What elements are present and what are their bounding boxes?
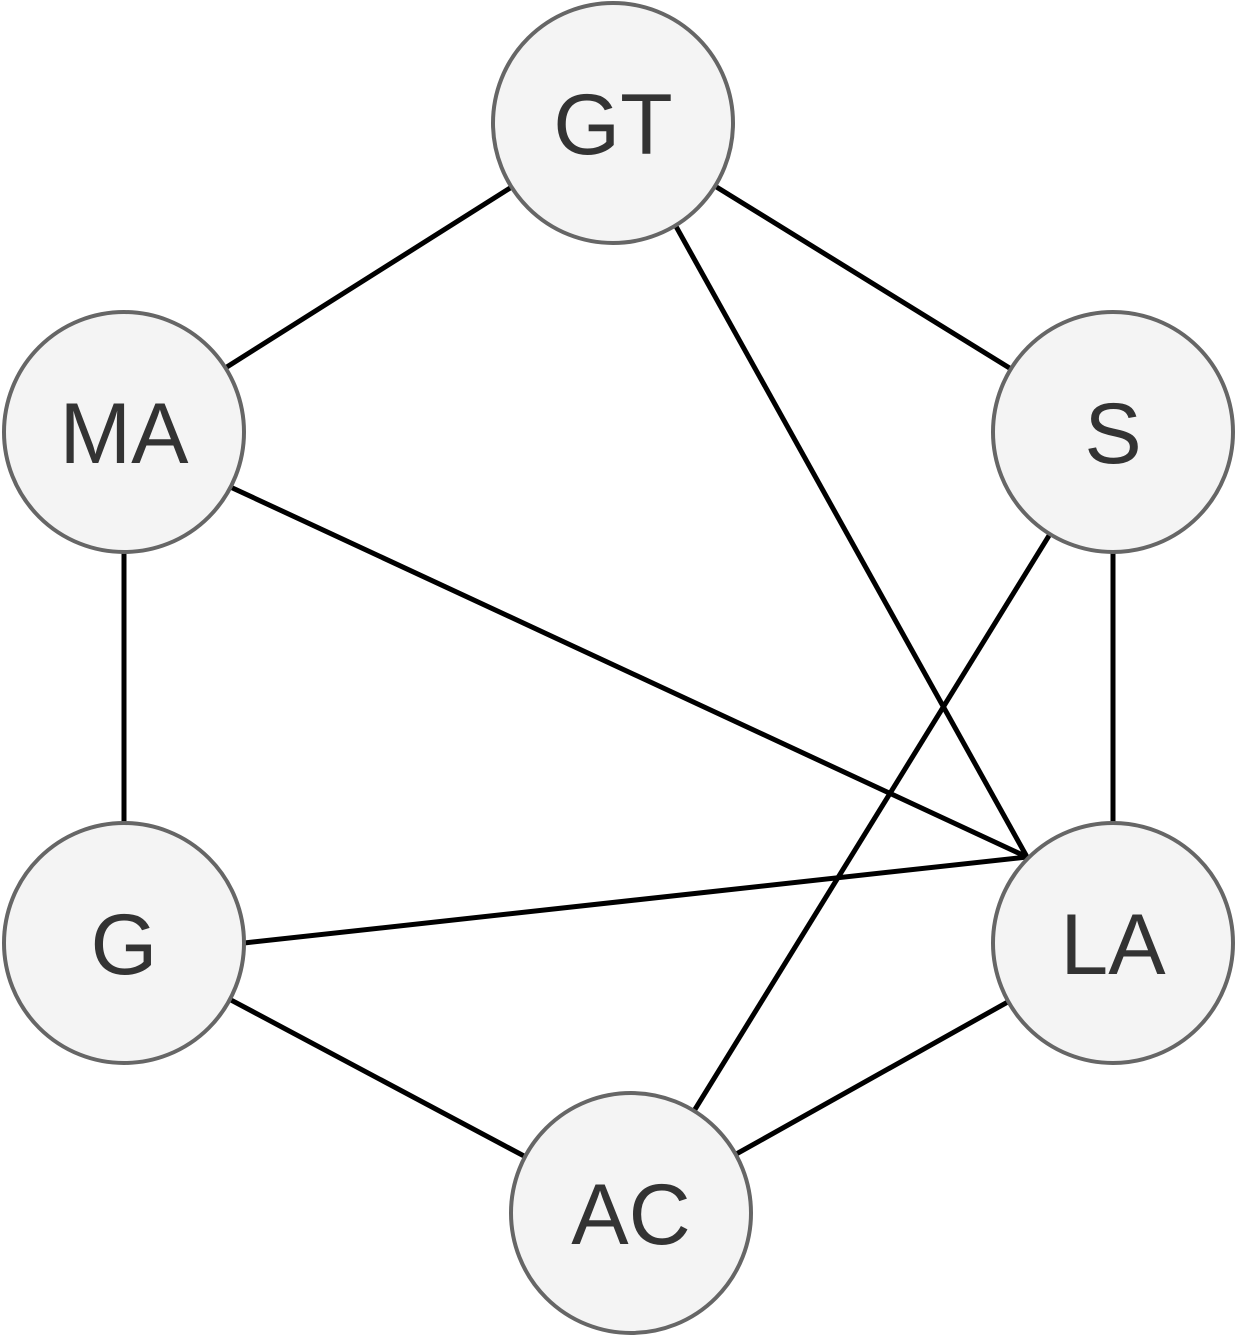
node-label: AC (571, 1167, 690, 1263)
node-circle (991, 821, 1235, 1065)
edges-layer (121, 183, 1116, 1159)
node-la: LA (991, 821, 1235, 1065)
edge-gt-s (713, 183, 1013, 372)
node-g: G (2, 821, 246, 1065)
edge-gt-la (673, 224, 1030, 859)
edge-gt-ma (224, 184, 513, 371)
node-label: G (91, 897, 158, 993)
node-s: S (991, 310, 1235, 554)
node-gt: GT (491, 1, 735, 245)
edge-la-ac (734, 999, 1010, 1157)
node-circle (991, 310, 1235, 554)
node-circle (491, 1, 735, 245)
node-circle (509, 1091, 753, 1335)
edge-g-ac (228, 997, 527, 1159)
node-label: LA (1060, 897, 1166, 993)
node-ma: MA (2, 310, 246, 554)
edge-g-la (243, 854, 1028, 946)
node-label: MA (60, 386, 190, 482)
node-circle (2, 821, 246, 1065)
node-label: S (1084, 386, 1141, 482)
edge-s-ac (691, 532, 1053, 1113)
edge-ma-la (229, 484, 1029, 860)
node-label: GT (553, 77, 672, 173)
node-circle (2, 310, 246, 554)
node-ac: AC (509, 1091, 753, 1335)
